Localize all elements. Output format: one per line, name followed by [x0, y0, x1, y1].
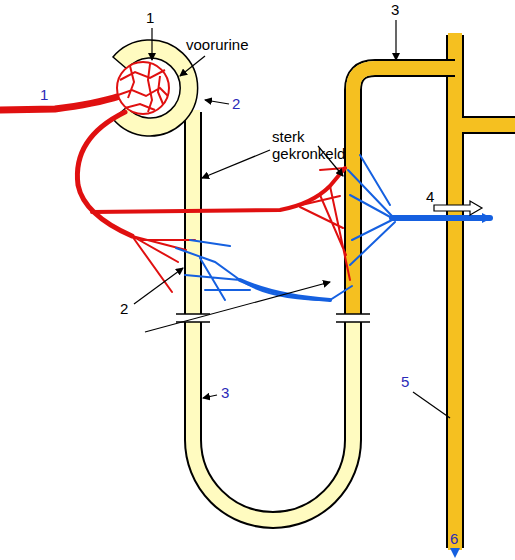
glomerulus	[117, 62, 169, 114]
outflow-arrow	[454, 548, 456, 556]
callout-number: 1	[40, 86, 48, 103]
callout-number: 1	[146, 9, 154, 26]
callout-number: 2	[120, 300, 128, 317]
callout-number: 2	[232, 95, 240, 112]
bowman-capsule	[113, 40, 198, 136]
part-label: voorurine	[186, 36, 249, 53]
tubule	[176, 68, 455, 520]
collecting-duct	[455, 33, 515, 550]
callout-number: 3	[391, 1, 399, 18]
arteries	[0, 96, 350, 292]
part-label: sterk gekronkeld	[272, 128, 350, 162]
callout-number: 4	[426, 188, 434, 205]
reabsorption-arrow	[434, 201, 482, 215]
leader-lines	[134, 20, 450, 418]
callout-number: 3	[221, 384, 229, 401]
veins	[176, 155, 490, 300]
callout-number: 6	[450, 530, 458, 547]
callout-number: 5	[401, 373, 409, 390]
